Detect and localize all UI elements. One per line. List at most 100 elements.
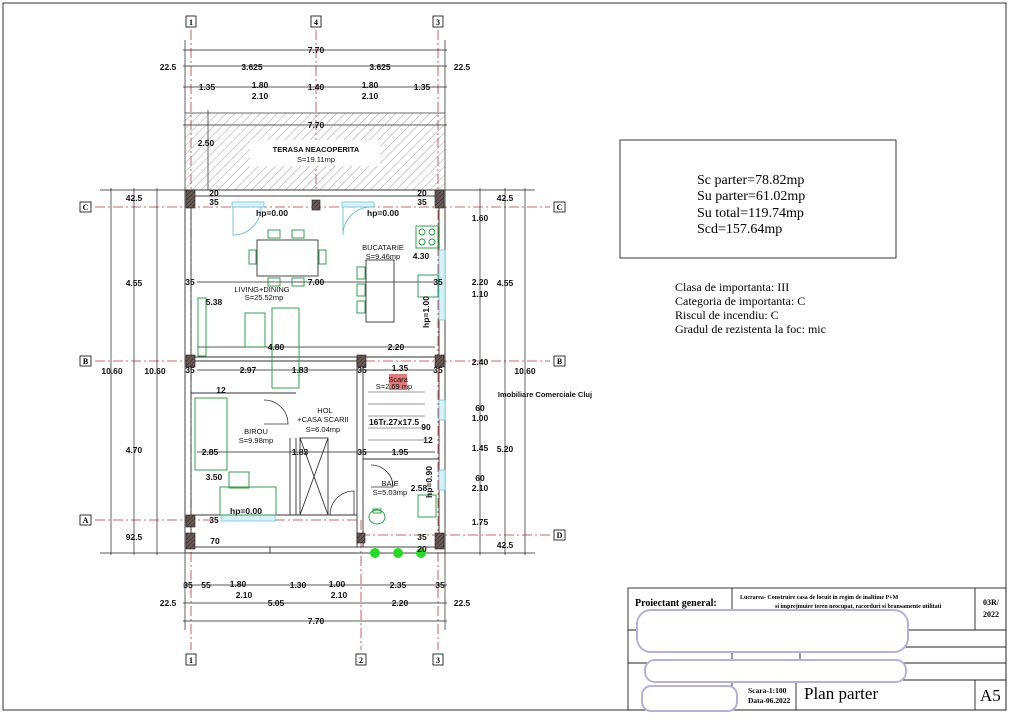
dimension-label: 35: [209, 197, 219, 207]
axis-label-top: 3: [436, 18, 440, 27]
project-number: 03R/: [983, 598, 1000, 607]
terrace-name: TERASA NEACOPERITA: [273, 145, 360, 154]
area-line: Sc parter=78.82mp: [697, 173, 804, 188]
dimension-label: 2.40: [472, 357, 489, 367]
dimension-label: 35: [357, 365, 367, 375]
bath-name: BAIE: [381, 479, 398, 488]
axis-bubbles: [79, 15, 566, 666]
classification-line: Clasa de importanta: III: [675, 280, 789, 294]
dimension-label: 42.5: [497, 540, 514, 550]
living-area: S=25.52mp: [245, 293, 284, 302]
areas-box: [619, 139, 897, 259]
hall-name: HOL: [317, 406, 332, 415]
terrace-label-bg: [250, 140, 380, 166]
area-line: Su total=119.74mp: [697, 206, 804, 221]
dimension-label: 1.60: [472, 213, 489, 223]
dimension-label: 2.10: [252, 91, 269, 101]
dimension-label: 35: [185, 365, 195, 375]
area-line: Su parter=61.02mp: [697, 189, 805, 204]
dimension-label: 22.5: [454, 598, 471, 608]
dimension-label: 2.20: [472, 277, 489, 287]
kitchen-name: BUCATARIE: [362, 243, 404, 252]
dimension-label: 60: [475, 403, 485, 413]
sheet-number: A5: [980, 686, 1001, 705]
staircase: [368, 374, 425, 441]
dimension-label: 2.20: [392, 598, 409, 608]
dimension-label: hp=0.00: [230, 506, 262, 516]
dimension-label: 2.58: [411, 483, 428, 493]
dimension-label: 1.35: [414, 82, 431, 92]
dimension-label: 1.80: [230, 579, 247, 589]
dimension-label: 1.83: [292, 365, 309, 375]
dimension-label: 3.50: [206, 472, 223, 482]
plants: [370, 548, 426, 558]
dimension-label: 1.75: [472, 517, 489, 527]
dimension-label: 20: [417, 188, 427, 198]
dimension-label: hp=1.00: [421, 296, 431, 328]
dimension-label: 4.80: [268, 342, 285, 352]
dimension-label: 4.55: [497, 278, 514, 288]
redaction-marks: [636, 609, 909, 712]
dimension-label: 2.97: [240, 365, 257, 375]
dimension-label: 4.70: [126, 445, 143, 455]
windows: [220, 201, 446, 522]
watermark: Imobiliare Comerciale Cluj: [498, 390, 592, 399]
dimension-label: 2.10: [331, 590, 348, 600]
dimension-label: 1.95: [392, 447, 409, 457]
axis-label-left: A: [83, 516, 89, 525]
dimension-label: 1.00: [329, 579, 346, 589]
axis-label-left: C: [83, 203, 89, 212]
dimension-label: 7.70: [308, 120, 325, 130]
axis-label-left: B: [83, 357, 89, 366]
structural-columns: [185, 189, 445, 550]
dimension-label: 2.20: [388, 342, 405, 352]
dimension-label: 1.45: [472, 443, 489, 453]
dimension-label: 55: [201, 580, 211, 590]
dimension-label: 2.85: [202, 447, 219, 457]
title-block-text: Proiectant general:Lucrarea- Construire …: [635, 595, 1001, 705]
dimension-label: 35: [417, 532, 427, 542]
dimension-label: 3.625: [241, 62, 263, 72]
sheet-title: Plan parter: [804, 684, 878, 703]
dimension-label: 22.5: [160, 62, 177, 72]
axis-label-bottom: 1: [189, 656, 193, 665]
dimension-label: 1.80: [362, 80, 379, 90]
dimension-label: 3.625: [369, 62, 391, 72]
axis-label-bottom: 3: [436, 656, 440, 665]
terrace-area: S=19.11mp: [297, 155, 335, 164]
designer-label: Proiectant general:: [635, 598, 717, 609]
stairs-name: Scara: [388, 375, 408, 384]
axis-label-right: C: [557, 203, 563, 212]
dimension-label: 2.50: [198, 138, 215, 148]
dimension-label: 1.40: [308, 82, 325, 92]
dimension-label: 70: [210, 536, 220, 546]
dimension-label: 10.60: [101, 366, 123, 376]
furniture: [194, 225, 439, 525]
dimension-label: 35: [357, 447, 367, 457]
dimension-label: 12: [216, 385, 226, 395]
doors: [232, 206, 394, 516]
dimension-label: hp=0.00: [367, 208, 399, 218]
dimension-label: 2.35: [390, 580, 407, 590]
dimension-label: 16Tr.27x17.5: [369, 417, 419, 427]
bath-area: S=5.03mp: [373, 488, 407, 497]
dimension-label: hp=0.90: [424, 466, 434, 498]
office-name: BIROU: [244, 427, 268, 436]
dimension-label: 35: [209, 515, 219, 525]
classification-line: Gradul de rezistenta la foc: mic: [675, 322, 826, 336]
dimension-label: 4.55: [126, 278, 143, 288]
axis-label-bottom: 2: [359, 656, 363, 665]
dimension-label: 1.35: [392, 363, 409, 373]
dimension-label: 22.5: [160, 598, 177, 608]
dimension-label: 20: [417, 544, 427, 554]
dimension-label: 1.35: [199, 82, 216, 92]
area-line: Scd=157.64mp: [697, 222, 782, 237]
dimension-label: 5.20: [497, 444, 514, 454]
dimension-label: 7.70: [308, 45, 325, 55]
dimension-label: 60: [475, 473, 485, 483]
stairs-area: S=2.69 mp: [376, 382, 412, 391]
hall-name-2: +CASA SCARII: [297, 415, 348, 424]
dimension-label: 42.5: [497, 193, 514, 203]
